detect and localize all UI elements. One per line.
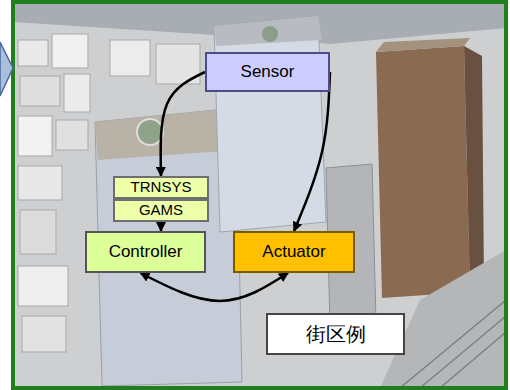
- track: [400, 300, 506, 388]
- tool-box: TRNSYS: [113, 176, 209, 199]
- node-label: Actuator: [262, 243, 325, 262]
- building: [18, 40, 48, 66]
- node-label: TRNSYS: [131, 179, 192, 196]
- frame-border: [13, 2, 506, 388]
- actuator-box: Actuator: [233, 231, 355, 273]
- building: [18, 266, 68, 306]
- incoming-arrow: [0, 42, 13, 96]
- building: [18, 166, 62, 200]
- caption-box: 街区例: [266, 313, 405, 355]
- brown-tower-side: [464, 46, 484, 292]
- track: [420, 316, 506, 388]
- flow-arrow: [160, 222, 163, 231]
- flow-arrow: [161, 72, 205, 176]
- building: [20, 76, 60, 106]
- node-label: GAMS: [139, 202, 183, 219]
- railway-tracks: [400, 300, 506, 388]
- sensor-box: Sensor: [205, 52, 330, 92]
- building: [52, 34, 88, 68]
- brown-tower: [376, 46, 470, 298]
- node-label: Controller: [109, 243, 183, 262]
- track: [440, 332, 506, 388]
- building: [56, 120, 88, 150]
- building: [20, 210, 56, 254]
- building: [22, 316, 66, 352]
- central-tower: [214, 16, 326, 232]
- controller-box: Controller: [85, 231, 206, 273]
- central-tower-roof: [214, 16, 322, 46]
- flow-arrow: [141, 273, 289, 301]
- node-label: Sensor: [241, 63, 295, 82]
- helipad: [137, 119, 163, 145]
- tool-box: GAMS: [113, 199, 209, 222]
- brown-tower-roof: [376, 38, 470, 52]
- building: [64, 74, 90, 112]
- helipad: [262, 26, 278, 42]
- flow-arrow: [294, 72, 330, 231]
- building: [156, 44, 200, 84]
- building: [110, 40, 150, 76]
- node-label: 街区例: [306, 323, 366, 345]
- ground: [13, 2, 506, 388]
- building: [18, 116, 52, 156]
